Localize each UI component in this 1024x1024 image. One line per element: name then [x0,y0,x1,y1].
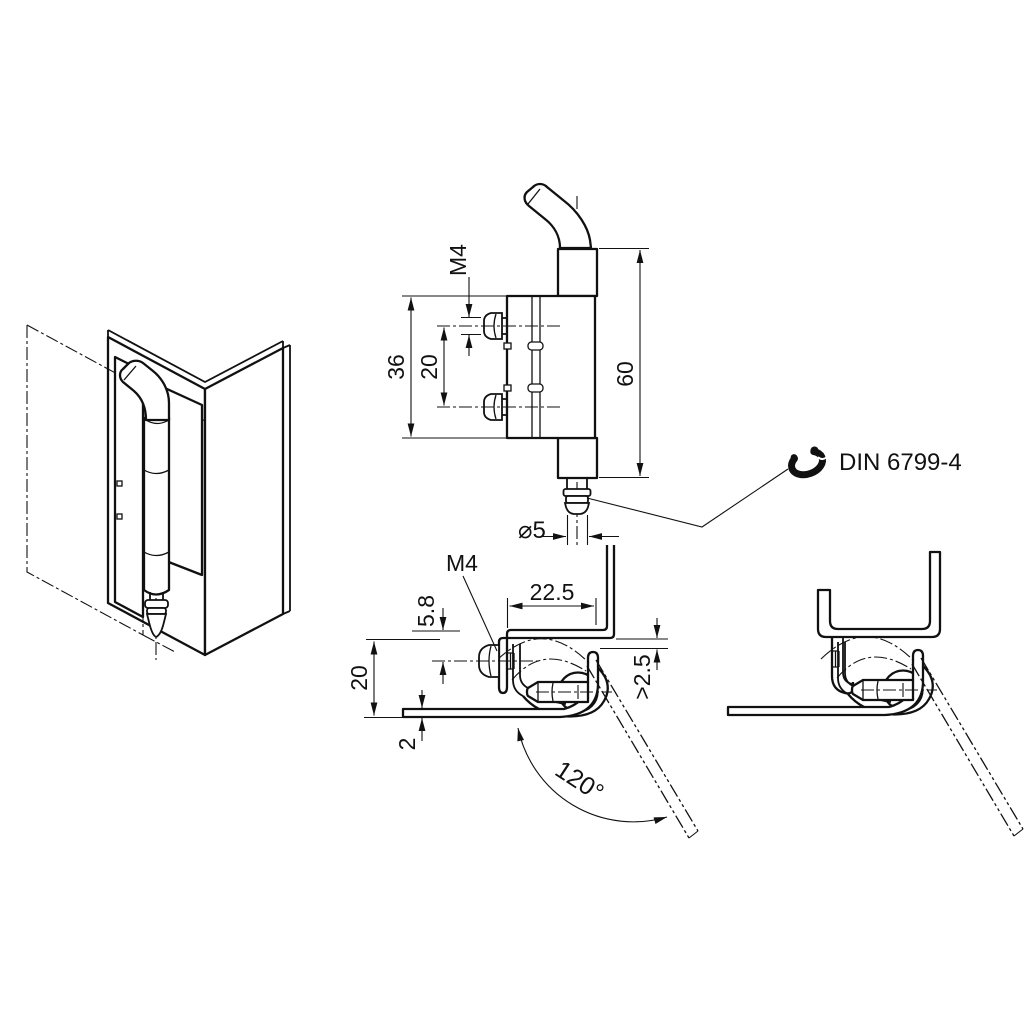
section-view-plain [726,550,1024,838]
callout-leader-line [586,468,789,528]
dim-label-20-front: 20 [416,354,442,380]
frame-channel-profile [816,550,942,639]
dim-label-120: 120° [550,755,609,807]
dim-label-m4-section: M4 [446,550,478,576]
lever-tip-line-iso [123,365,137,381]
section-view-dimensioned: 120° 22.5 5.8 20 2 >2.5 [346,545,700,840]
pin-collar-iso [144,599,169,609]
dim-label-22-5: 22.5 [530,579,575,605]
pin-neck-iso [149,592,164,600]
dim-label-20-section: 20 [346,665,372,691]
leaf-notch-a [503,342,512,350]
dim-label-36: 36 [383,354,409,380]
leaf-notch-1 [116,480,123,487]
dim-thread-m4: M4 [445,244,481,356]
frame-profile-section [497,545,616,695]
pin-tip-iso [145,613,168,638]
dim-pin-diameter: ⌀5 [518,515,619,545]
door-panel-phantom [26,324,206,653]
isometric-view [26,324,291,660]
pin-tip [562,478,592,515]
knuckle-joint-lines [143,469,170,557]
lower-knuckle [556,436,599,480]
dim-overall-60: 60 [599,247,649,479]
dim-label-60: 60 [612,361,638,387]
dim-label-2: 2 [394,738,420,751]
pin-top-cap [145,419,170,425]
leaf-slot-1 [527,341,544,351]
lever-tip-line [527,188,541,205]
dim-depth-20: 20 [346,638,440,719]
dim-label-5-8: 5.8 [413,595,439,627]
dim-hole-spacing-20: 20 [416,327,448,406]
dim-width-22-5: 22.5 [506,579,597,628]
upper-knuckle [556,247,599,298]
retaining-ring-callout: DIN 6799-4 [586,446,962,528]
dim-sheet-2: 2 [394,690,426,751]
dim-label-gt-2-5: >2.5 [629,654,655,699]
hinge-pin-cylinder [142,416,171,596]
retaining-ring-icon [788,446,829,479]
din-standard-label: DIN 6799-4 [839,449,962,476]
m4-leader-line [462,575,498,652]
dim-offset-5-8: 5.8 [412,595,460,684]
dim-clearance-2-5: >2.5 [600,618,668,700]
leaf-notch-b [503,384,512,392]
hinge-leaf-body [505,294,597,440]
lever-tab [523,182,593,250]
dim-label-dia5: ⌀5 [518,517,546,544]
leaf-slot-2 [527,383,544,393]
lever-tab-iso [118,359,171,422]
leaf-fold-lines [531,296,541,438]
front-view: M4 36 20 60 ⌀5 [383,182,649,548]
dim-plate-height-36: 36 [383,295,506,439]
frame-side-face [203,346,285,657]
dim-label-m4-front: M4 [445,244,471,276]
leaf-notch-2 [116,513,123,520]
frame-thickness-edges [107,329,291,615]
label-m4-section: M4 [446,550,498,652]
